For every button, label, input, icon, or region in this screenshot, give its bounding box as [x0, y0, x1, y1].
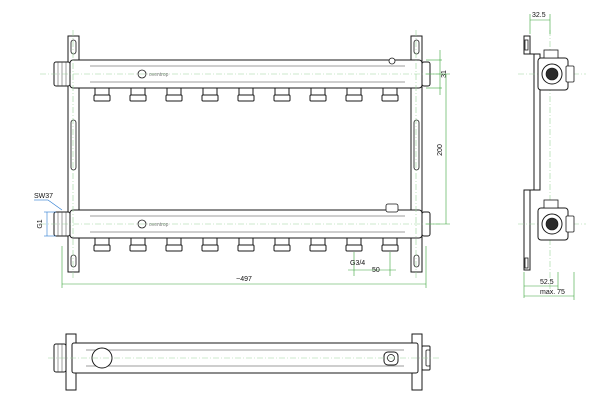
- top-outlets: [93, 87, 399, 102]
- bottom-view: [48, 333, 440, 391]
- side-top-valve: [537, 49, 575, 91]
- brand-label-top: oventrop: [149, 72, 169, 78]
- dim-side-depth: 52.5: [523, 272, 559, 298]
- bottom-manifold-bar: oventrop: [53, 203, 431, 239]
- right-bracket: [410, 35, 423, 273]
- dim-label-200: 200: [437, 144, 444, 156]
- dim-label-g34: G3/4: [350, 260, 365, 267]
- side-bottom-valve: [537, 199, 575, 241]
- dim-inlet-thread: G1: [37, 211, 56, 237]
- dim-label-32-5: 32.5: [532, 12, 546, 19]
- dim-label-total: ~497: [236, 276, 252, 283]
- dim-side-max: max. 75: [524, 272, 575, 300]
- left-bracket: [67, 35, 80, 273]
- top-manifold-bar: oventrop: [53, 57, 431, 89]
- dim-label-max75: max. 75: [540, 289, 565, 296]
- side-view: 32.5 52.5 max. 75: [518, 12, 586, 300]
- dim-outlet-spacing: G3/4 50: [348, 252, 396, 276]
- brand-label-bottom: oventrop: [149, 222, 169, 228]
- dim-bar-height: 200: [426, 73, 450, 225]
- dim-total-length: ~497: [61, 246, 427, 288]
- dim-label-sw37: SW37: [34, 193, 53, 200]
- dim-label-50: 50: [372, 267, 380, 274]
- bottom-outlets: [93, 237, 399, 252]
- dim-label-52-5: 52.5: [540, 279, 554, 286]
- dim-wrench-size: SW37: [34, 193, 63, 211]
- dim-side-flange: 32.5: [529, 12, 551, 34]
- front-view: oventrop oventrop: [34, 30, 450, 288]
- dim-label-g1: G1: [37, 219, 44, 228]
